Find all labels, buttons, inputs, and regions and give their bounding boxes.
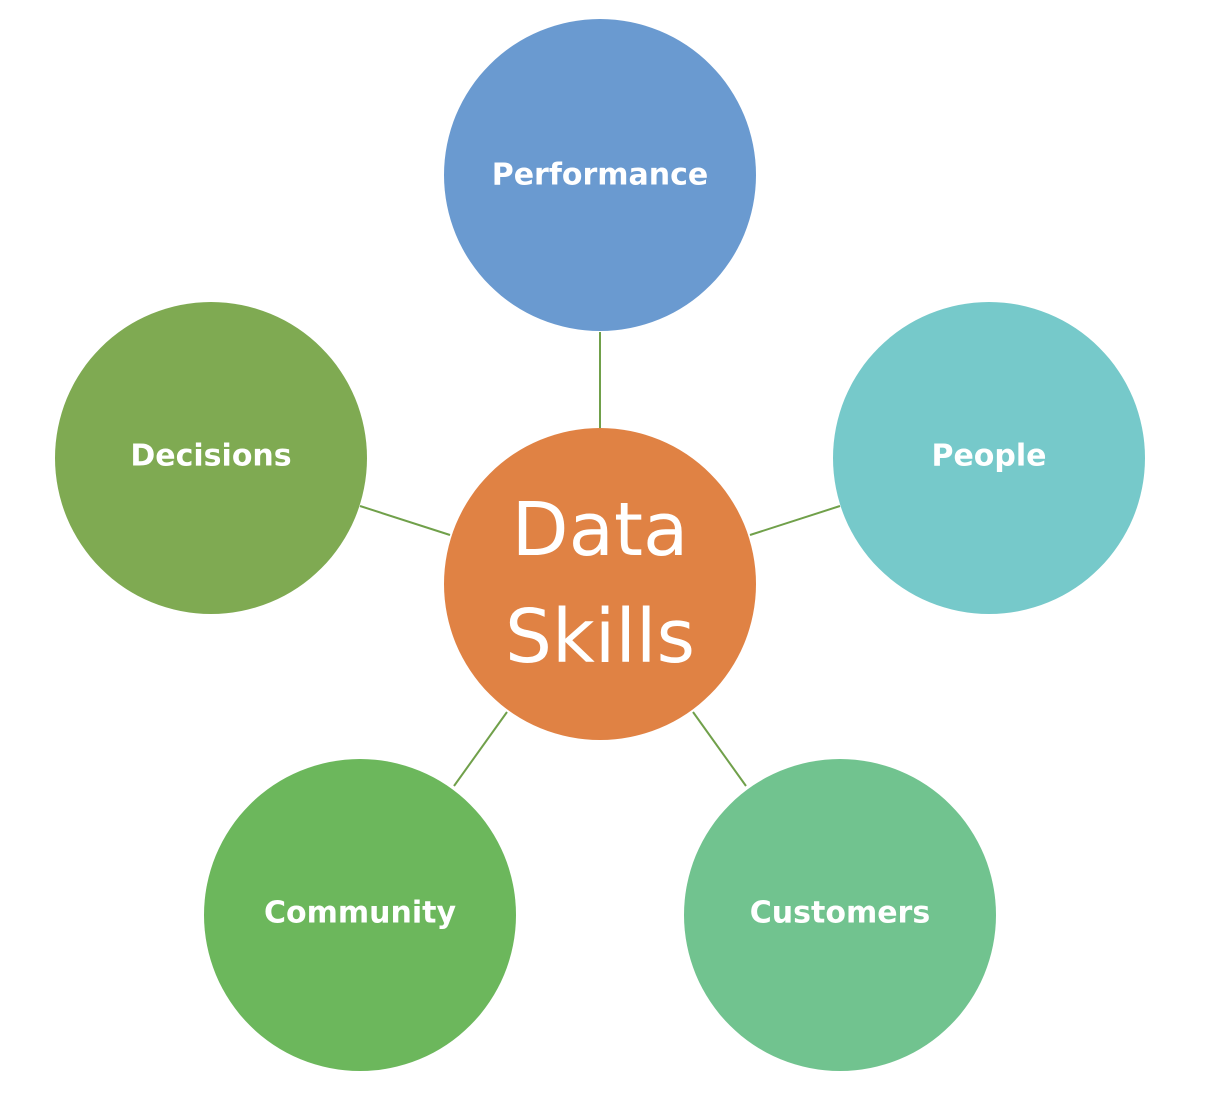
connector-customers	[692, 711, 747, 787]
node-circle	[833, 302, 1145, 614]
node-label: People	[931, 439, 1046, 474]
node-community: Community	[204, 759, 516, 1071]
node-circle	[684, 759, 996, 1071]
node-label: Customers	[750, 896, 930, 931]
node-label: Decisions	[130, 439, 291, 474]
node-circle	[444, 19, 756, 331]
center-label-line1: Data	[512, 487, 689, 573]
connector-community	[453, 711, 508, 787]
node-label: Community	[264, 896, 456, 931]
node-label: Performance	[492, 158, 709, 193]
node-customers: Customers	[684, 759, 996, 1071]
node-people: People	[833, 302, 1145, 614]
node-circle	[55, 302, 367, 614]
node-performance: Performance	[444, 19, 756, 331]
connector-decisions	[359, 505, 451, 536]
node-circle	[204, 759, 516, 1071]
connector-people	[749, 505, 841, 536]
center-circle	[444, 428, 756, 740]
center-label-line2: Skills	[505, 594, 695, 680]
node-decisions: Decisions	[55, 302, 367, 614]
center-node-data-skills: Data Skills	[444, 428, 756, 740]
